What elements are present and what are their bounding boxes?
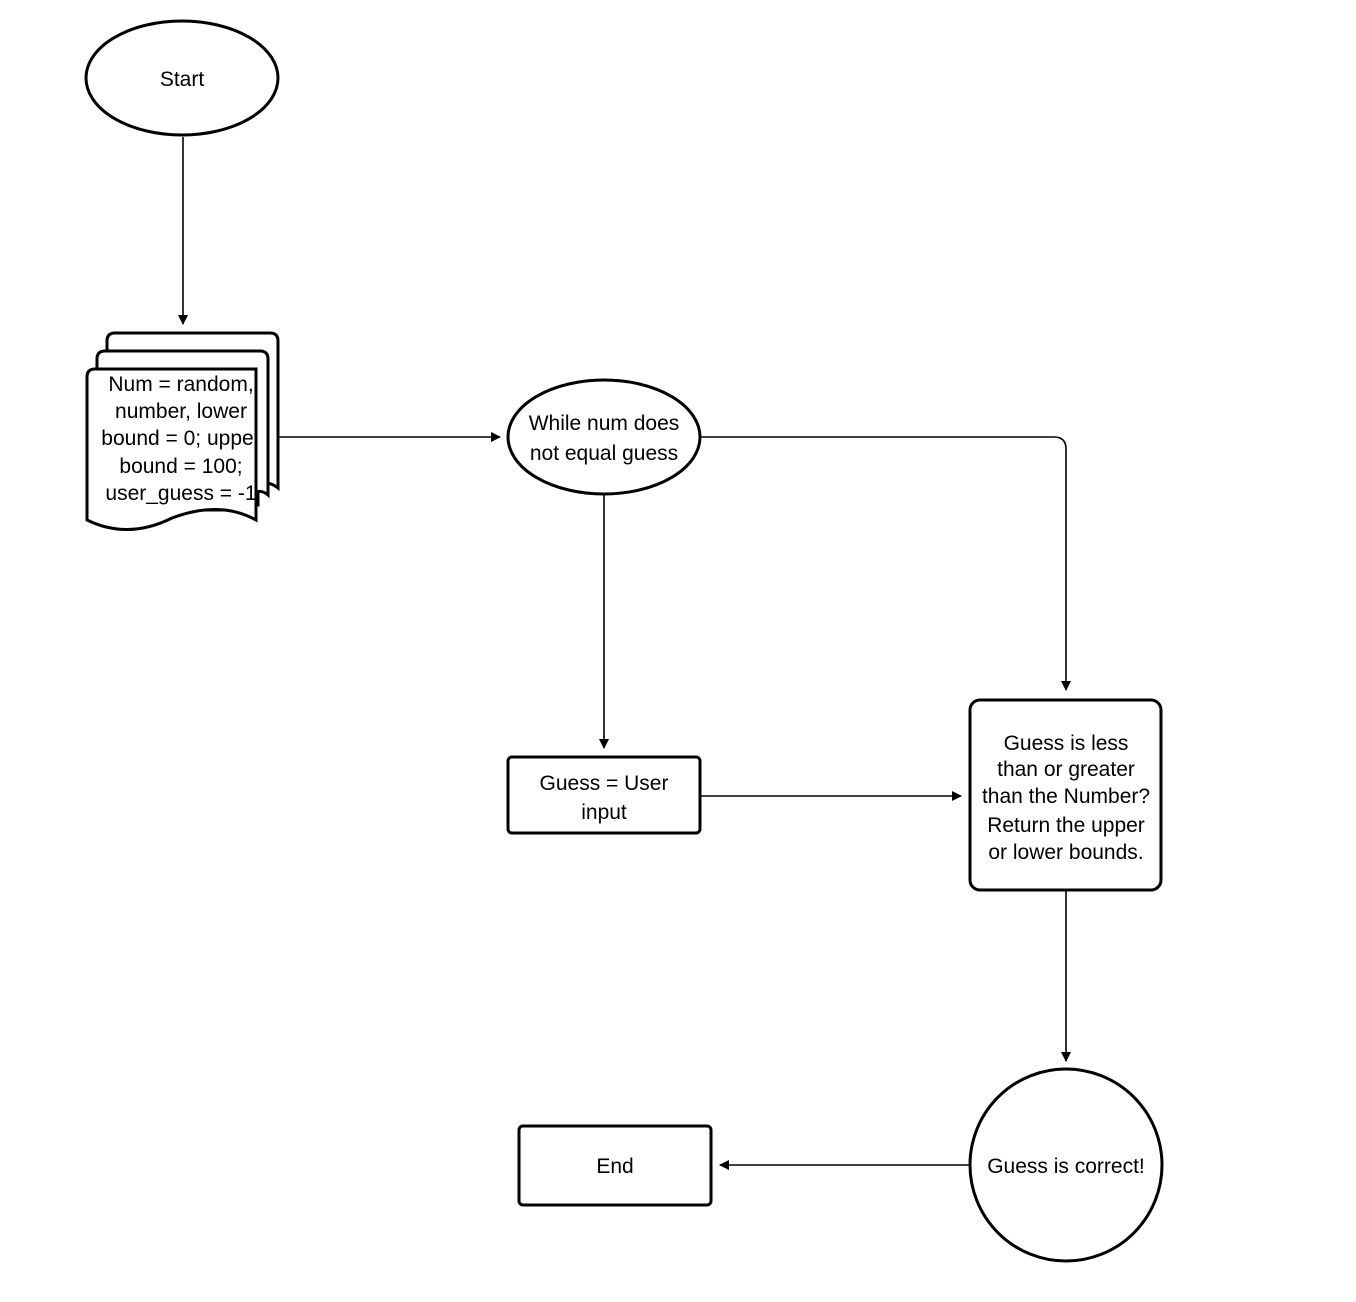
init-line-5: user_guess = -1: [105, 482, 256, 505]
input-node: Guess = User input: [506, 755, 702, 835]
correct-label: Guess is correct!: [987, 1155, 1145, 1178]
compare-line-3: than the Number?: [982, 785, 1150, 808]
edges: [178, 137, 1071, 1170]
init-node: Num = random, number, lower bound = 0; u…: [85, 331, 280, 531]
loop-line-1: While num does: [529, 412, 680, 435]
start-label: Start: [160, 68, 205, 91]
compare-node: Guess is less than or greater than the N…: [968, 698, 1163, 892]
correct-circle: [968, 1067, 1164, 1263]
end-node: End: [517, 1124, 713, 1207]
compare-line-4: Return the upper: [987, 814, 1145, 837]
input-line-2: input: [581, 801, 627, 824]
init-line-3: bound = 0; upper: [101, 427, 260, 450]
end-box: [517, 1124, 713, 1207]
init-document-front: [85, 367, 258, 531]
correct-node: Guess is correct!: [968, 1067, 1164, 1263]
input-box: [506, 755, 702, 835]
input-line-1: Guess = User: [540, 772, 669, 795]
compare-box: [968, 698, 1163, 892]
compare-line-1: Guess is less: [1004, 732, 1129, 755]
loop-ellipse: [506, 378, 702, 496]
init-text-group: Num = random, number, lower bound = 0; u…: [101, 373, 260, 505]
compare-line-2: than or greater: [997, 758, 1135, 781]
compare-line-5: or lower bounds.: [988, 841, 1143, 864]
start-node: Start: [84, 19, 280, 137]
edge-loop-to-compare: [700, 436, 1071, 691]
loop-line-2: not equal guess: [530, 442, 678, 465]
init-line-4: bound = 100;: [119, 455, 242, 478]
loop-node: While num does not equal guess: [506, 378, 702, 496]
start-ellipse: [84, 19, 280, 137]
end-label: End: [596, 1155, 633, 1178]
init-line-2: number, lower: [115, 400, 247, 423]
init-line-1: Num = random,: [108, 373, 253, 396]
